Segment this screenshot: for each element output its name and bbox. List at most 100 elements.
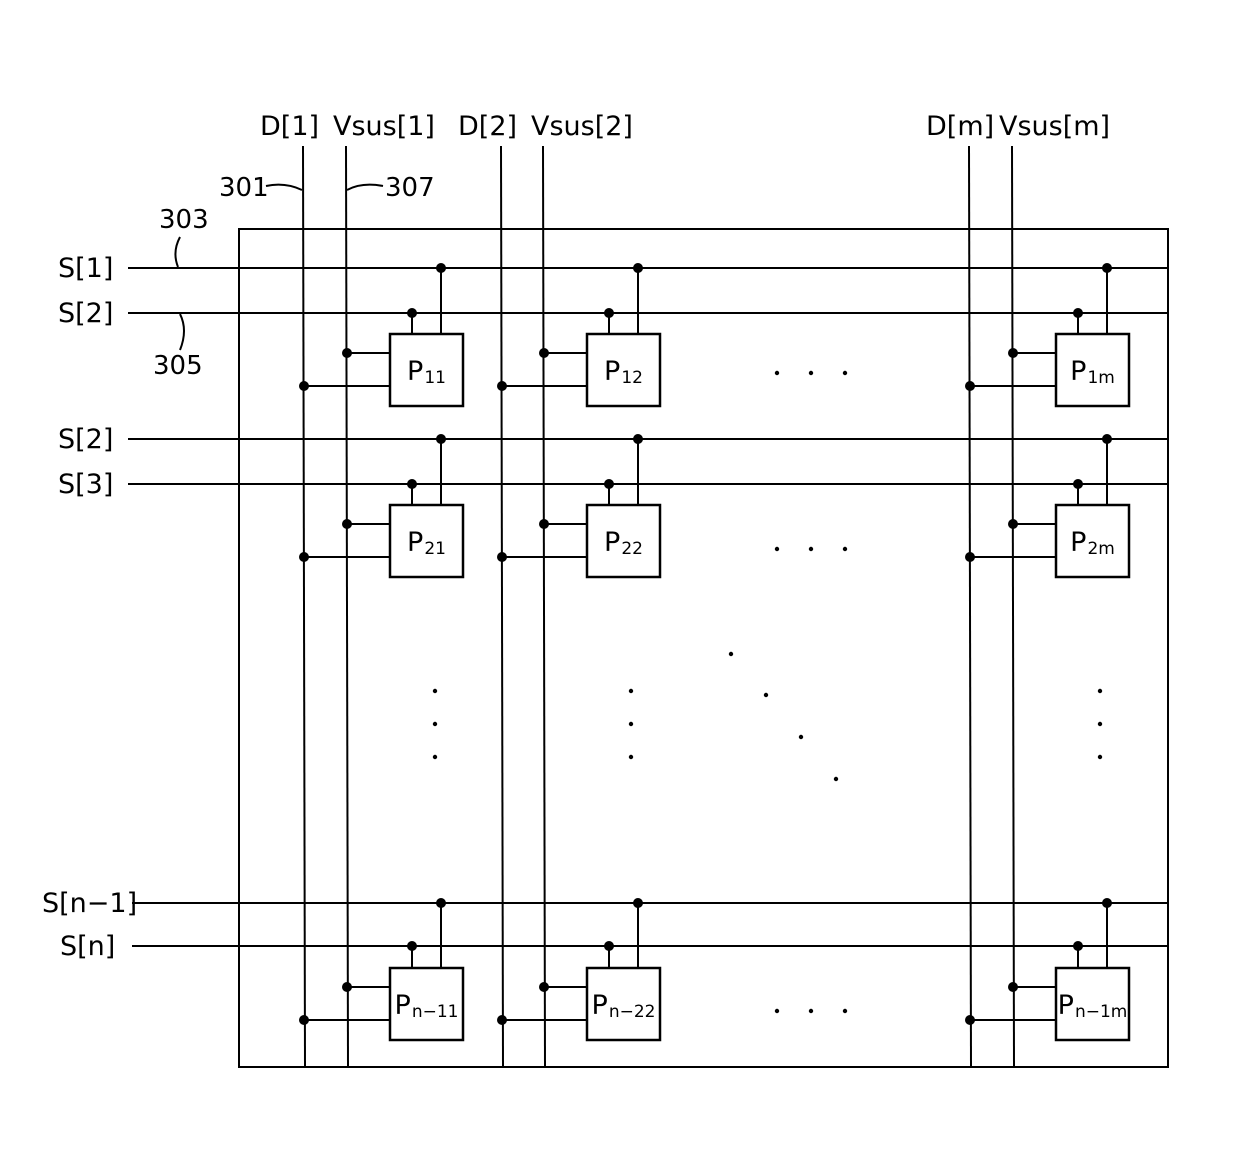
junction-dot	[436, 898, 446, 908]
pixel-label-sub: n−1m	[1075, 1002, 1127, 1022]
scan-labels: S[1] S[2] S[2] S[3] S[n−1] S[n]	[42, 253, 137, 962]
ellipsis-dot	[433, 689, 437, 693]
ellipsis-dot	[799, 735, 803, 739]
junction-dot	[299, 381, 309, 391]
junction-dot	[497, 552, 507, 562]
panel-frame	[239, 229, 1168, 1067]
pixel-label-sub: 2m	[1087, 539, 1114, 559]
pixel-label-sub: 11	[424, 368, 446, 388]
ellipsis-dot	[1098, 689, 1102, 693]
junction-dot	[1102, 898, 1112, 908]
ellipsis-dot	[775, 547, 779, 551]
ellipsis-dot	[834, 777, 838, 781]
ellipsis-dot	[843, 1009, 847, 1013]
sustain-line-1-label: Vsus[1]	[333, 111, 435, 142]
pixel-label-sub: n−22	[609, 1002, 656, 1022]
pixel-cell: Pn−11	[299, 898, 463, 1040]
pixel-cell: Pn−1m	[965, 898, 1129, 1040]
pixel-label-main: P	[407, 356, 423, 387]
junction-dot	[1008, 348, 1018, 358]
ref-305: 305	[153, 351, 203, 381]
pixel-cells: P11P12P1mP21P22P2mPn−11Pn−22Pn−1m	[299, 263, 1129, 1040]
pixel-cell: P12	[497, 263, 660, 406]
ellipsis-dot	[775, 371, 779, 375]
pixel-label-main: P	[604, 356, 620, 387]
junction-dot	[965, 552, 975, 562]
junction-dot	[342, 982, 352, 992]
junction-dot	[1008, 982, 1018, 992]
junction-dot	[604, 308, 614, 318]
junction-dot	[342, 519, 352, 529]
leader-303	[175, 237, 180, 267]
junction-dot	[604, 941, 614, 951]
ellipsis-dot	[433, 755, 437, 759]
junction-dot	[407, 308, 417, 318]
ellipsis-dot	[843, 371, 847, 375]
junction-dot	[299, 1015, 309, 1025]
ellipsis-dot	[629, 755, 633, 759]
ref-307: 307	[385, 173, 435, 203]
junction-dot	[1073, 308, 1083, 318]
junction-dot	[299, 552, 309, 562]
scan-line-n-label: S[n]	[60, 931, 115, 962]
scan-line-2a-label: S[2]	[58, 298, 113, 329]
pixel-cell: P2m	[965, 434, 1129, 577]
pixel-cell: P11	[299, 263, 463, 406]
sustain-line-2-label: Vsus[2]	[531, 111, 633, 142]
pixel-label-main: P	[407, 527, 423, 558]
junction-dot	[965, 1015, 975, 1025]
junction-dot	[407, 941, 417, 951]
junction-dot	[1008, 519, 1018, 529]
ellipsis-dot	[809, 371, 813, 375]
pixel-label-sub: 22	[621, 539, 643, 559]
junction-dot	[436, 263, 446, 273]
ellipsis-dot	[809, 547, 813, 551]
ellipsis-dot	[629, 689, 633, 693]
pixel-label-sub: 21	[424, 539, 446, 559]
ref-303: 303	[159, 205, 209, 235]
ellipsis-dot	[433, 722, 437, 726]
junction-dot	[497, 381, 507, 391]
pixel-label-main: P	[1070, 527, 1086, 558]
leader-305	[180, 314, 184, 350]
ellipsis-dot	[809, 1009, 813, 1013]
pixel-cell: Pn−22	[497, 898, 660, 1040]
junction-dot	[539, 519, 549, 529]
ref-301: 301	[219, 173, 269, 203]
junction-dot	[539, 348, 549, 358]
ellipsis-dot	[775, 1009, 779, 1013]
junction-dot	[633, 263, 643, 273]
ellipsis-dot	[1098, 755, 1102, 759]
pixel-label-main: P	[1070, 356, 1086, 387]
sustain-line-2	[543, 146, 545, 1067]
data-line-1	[303, 146, 305, 1067]
data-line-2-label: D[2]	[458, 111, 517, 142]
junction-dot	[497, 1015, 507, 1025]
sustain-line-m-label: Vsus[m]	[999, 111, 1110, 142]
column-lines	[303, 146, 1014, 1067]
junction-dot	[633, 434, 643, 444]
junction-dot	[342, 348, 352, 358]
ellipsis-dot	[843, 547, 847, 551]
ellipsis-marks	[433, 371, 1102, 1013]
junction-dot	[604, 479, 614, 489]
junction-dot	[1102, 263, 1112, 273]
junction-dot	[436, 434, 446, 444]
leader-301	[266, 185, 302, 190]
pixel-cell: P21	[299, 434, 463, 577]
pixel-label-main: P	[395, 990, 411, 1021]
junction-dot	[1073, 941, 1083, 951]
pixel-label-sub: n−11	[412, 1002, 459, 1022]
junction-dot	[1073, 479, 1083, 489]
junction-dot	[633, 898, 643, 908]
junction-dot	[965, 381, 975, 391]
scan-line-1-label: S[1]	[58, 253, 113, 284]
pixel-label-sub: 12	[621, 368, 643, 388]
pixel-cell: P22	[497, 434, 660, 577]
pixel-cell: P1m	[965, 263, 1129, 406]
scan-line-3-label: S[3]	[58, 469, 113, 500]
column-labels: D[1] Vsus[1] D[2] Vsus[2] D[m] Vsus[m]	[260, 111, 1110, 142]
ellipsis-dot	[1098, 722, 1102, 726]
ellipsis-dot	[764, 693, 768, 697]
pixel-label-main: P	[604, 527, 620, 558]
